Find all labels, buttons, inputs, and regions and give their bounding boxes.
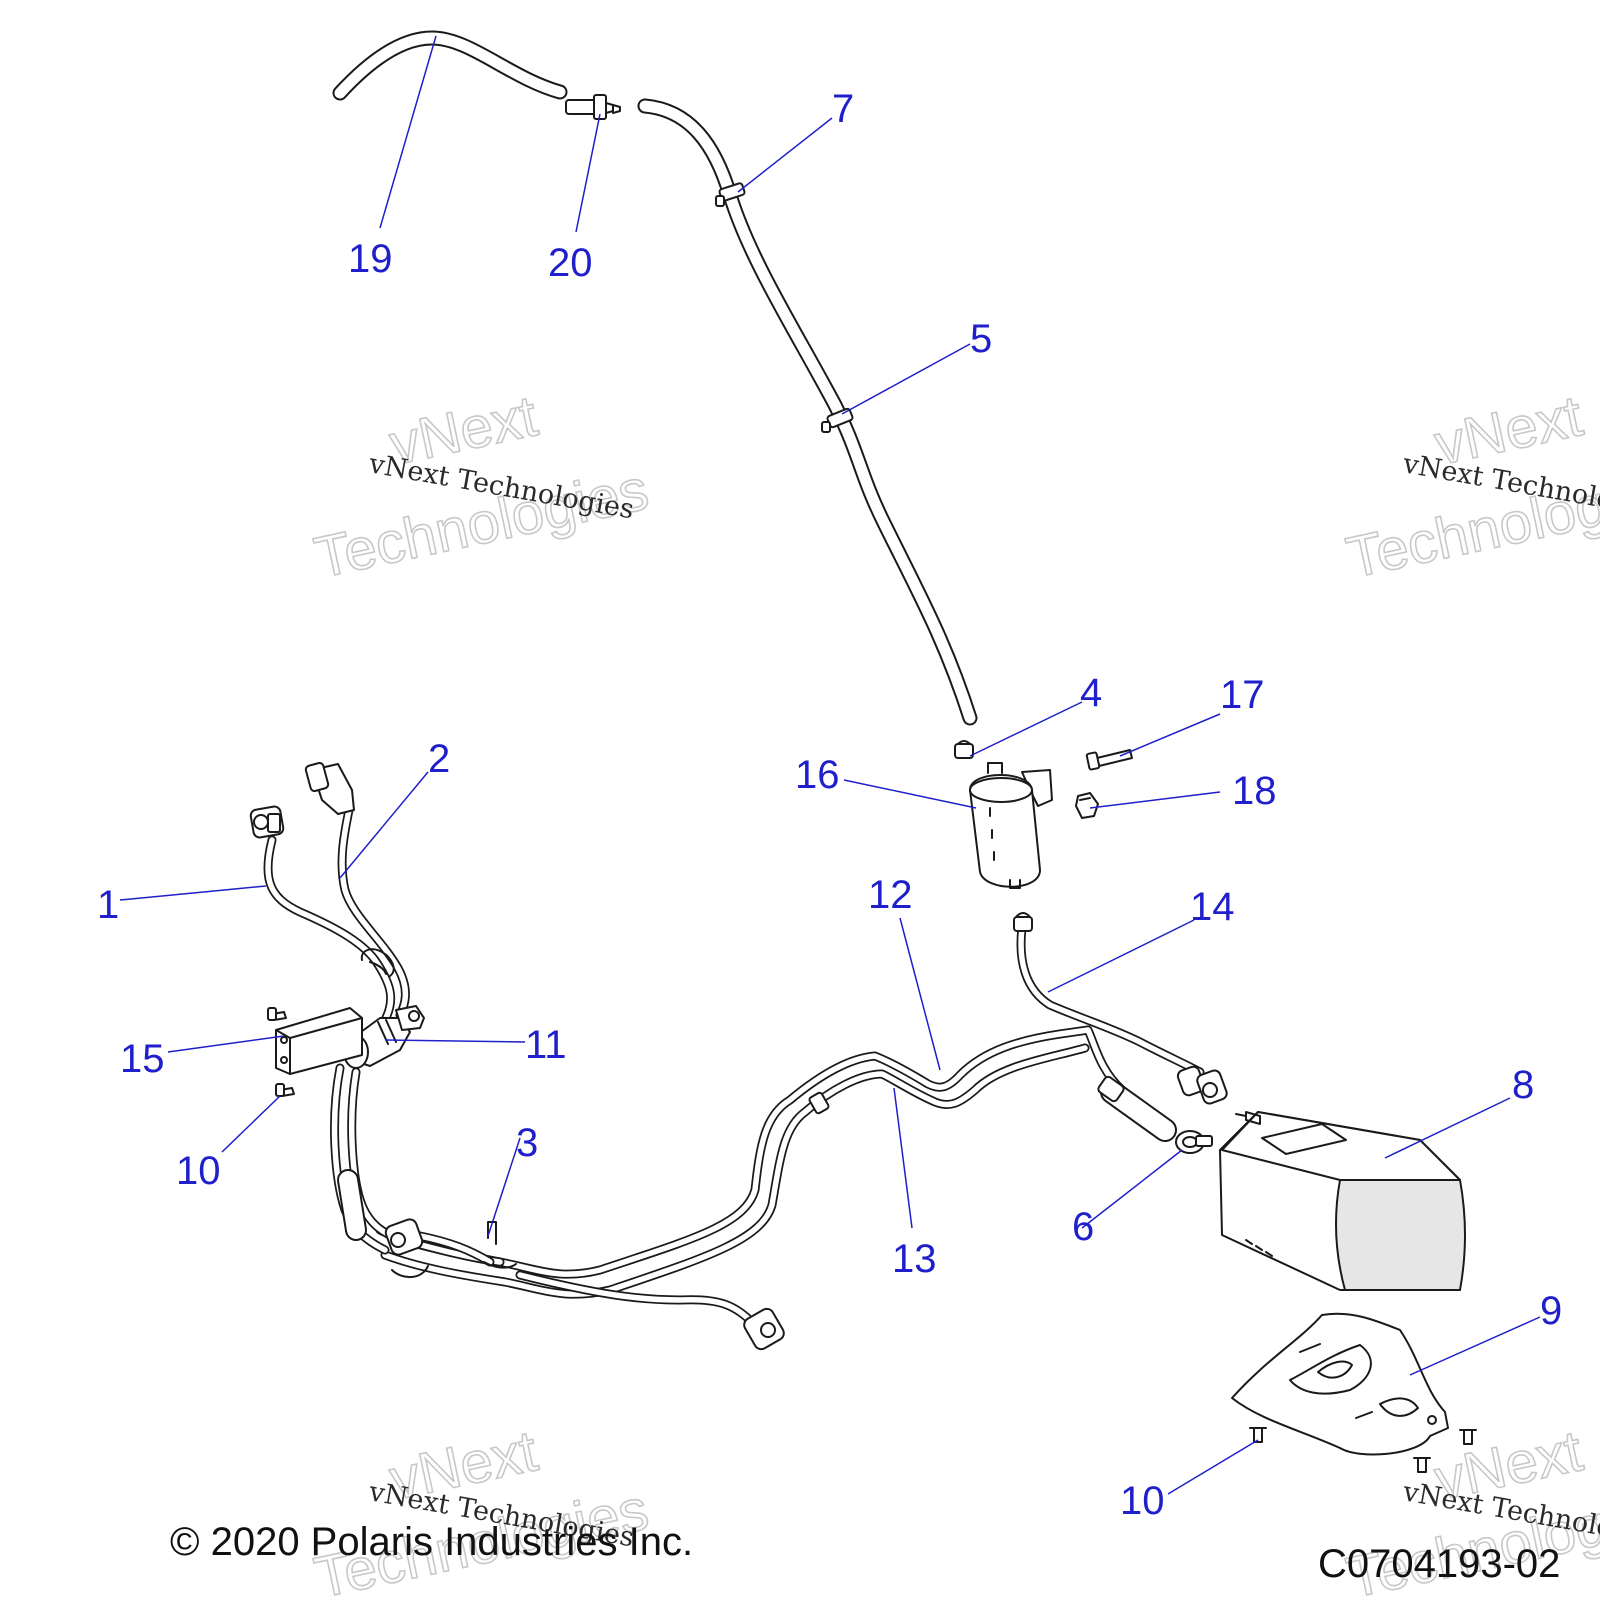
part-7-hose-clamp [715, 182, 746, 207]
drawing-number: C0704193-02 [1318, 1542, 1560, 1586]
lower-left-hose-bundle [330, 1063, 517, 1278]
callout-12: 12 [868, 873, 913, 917]
part-17-screw [1085, 749, 1133, 771]
part-8-canister [1219, 1111, 1466, 1291]
leader-11 [385, 1039, 526, 1043]
leader-4 [969, 701, 1083, 757]
part-4-clip [954, 740, 974, 759]
leader-8 [1384, 1097, 1511, 1159]
watermark-bottom-left: vNext Technologies vNext Technologies [308, 1418, 654, 1600]
callout-10a: 10 [176, 1149, 221, 1193]
callout-15: 15 [120, 1037, 165, 1081]
callout-20: 20 [548, 241, 593, 285]
callout-8: 8 [1512, 1063, 1534, 1107]
part-9-shield [1231, 1312, 1449, 1456]
leader-3 [487, 1137, 521, 1237]
leader-17 [1119, 713, 1221, 757]
leader-10b [1167, 1439, 1259, 1495]
part-2-hose [304, 762, 410, 1020]
callouts: 1 2 3 4 5 6 7 8 9 10 10 11 12 13 14 15 1… [97, 87, 1562, 1523]
hose-clip-loop [360, 948, 395, 977]
leader-7 [737, 117, 833, 193]
leader-2 [339, 771, 429, 879]
part-6-hose-and-clamp [1097, 1075, 1213, 1154]
part-1-hose [249, 805, 396, 1025]
leader-15 [167, 1035, 285, 1053]
callout-7: 7 [832, 87, 854, 131]
callout-13: 13 [892, 1237, 937, 1281]
part-13-fuel-line [380, 1043, 1090, 1299]
copyright-text: © 2020 Polaris Industries Inc. [170, 1520, 693, 1564]
callout-16: 16 [795, 753, 840, 797]
leader-14 [1047, 919, 1195, 993]
part-15-bracket [275, 1007, 363, 1075]
callout-6: 6 [1072, 1205, 1094, 1249]
callout-5: 5 [970, 317, 992, 361]
callout-3: 3 [516, 1121, 538, 1165]
part-18-nut [1075, 792, 1099, 819]
leader-1 [119, 885, 267, 901]
callout-18: 18 [1232, 769, 1277, 813]
leader-5 [841, 343, 971, 415]
callout-2: 2 [428, 737, 450, 781]
callout-19: 19 [348, 237, 393, 281]
leader-9 [1409, 1316, 1541, 1376]
callout-17: 17 [1220, 673, 1265, 717]
callout-9: 9 [1540, 1289, 1562, 1333]
leader-10a [221, 1095, 281, 1153]
leader-lines [119, 35, 1541, 1495]
watermark-top-left: vNext Technologies vNext Technologies [308, 383, 654, 592]
fuel-line-branch [515, 1270, 785, 1351]
part-10-screws-upper-left [267, 1007, 295, 1097]
leader-13 [893, 1087, 913, 1229]
part-14-hose [1013, 912, 1205, 1077]
callout-11: 11 [525, 1023, 567, 1067]
part-20-fitting [565, 94, 621, 120]
part-16-valve [969, 762, 1053, 889]
callout-10b: 10 [1120, 1479, 1165, 1523]
callout-4: 4 [1080, 671, 1102, 715]
part-10-screws-lower-right [1249, 1427, 1477, 1473]
part-5-hose-clamp [821, 407, 854, 433]
leader-12 [899, 917, 941, 1071]
part-19-vent-hose [332, 30, 568, 101]
leader-18 [1089, 791, 1221, 809]
part-12-fuel-line [375, 1025, 1127, 1279]
callout-14: 14 [1190, 885, 1235, 929]
callout-1: 1 [97, 883, 119, 927]
part-7-5-vent-hose [637, 98, 978, 726]
leader-16 [843, 779, 977, 809]
leader-20 [575, 113, 601, 233]
leader-19 [379, 35, 437, 229]
leader-6 [1081, 1149, 1183, 1229]
quick-connector-right [1176, 1065, 1228, 1105]
watermark-top-right: vNext Technologies vNext Technologies [1340, 383, 1600, 592]
